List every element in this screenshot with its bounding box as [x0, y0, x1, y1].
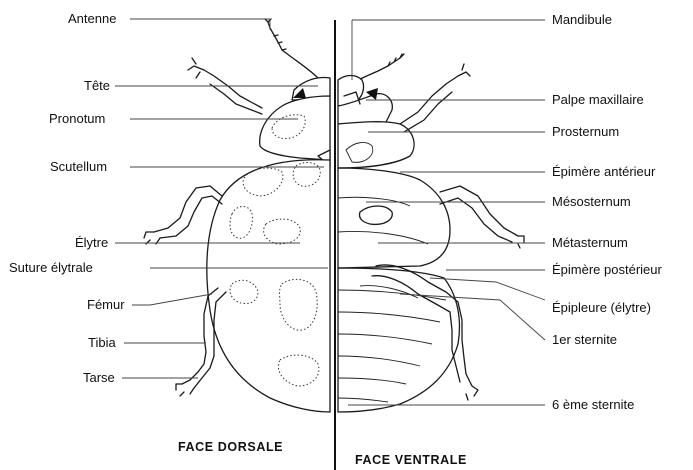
label-prosternum: Prosternum	[552, 124, 619, 139]
label-antenne: Antenne	[68, 11, 116, 26]
caption-face-ventrale: FACE VENTRALE	[355, 453, 467, 467]
label-tarse: Tarse	[83, 370, 115, 385]
label-femur: Fémur	[87, 297, 125, 312]
label-mesosternum: Mésosternum	[552, 194, 631, 209]
label-mandibule: Mandibule	[552, 12, 612, 27]
label-tete: Tête	[84, 78, 110, 93]
dorsal-half	[144, 19, 330, 412]
label-epimere-posterieur: Épimère postérieur	[552, 262, 662, 277]
ventral-half	[338, 54, 524, 412]
label-6eme-sternite: 6 ème sternite	[552, 397, 634, 412]
label-elytre: Élytre	[75, 235, 108, 250]
label-suture-elytrale: Suture élytrale	[9, 260, 93, 275]
label-epipleure: Épipleure (élytre)	[552, 300, 651, 315]
label-tibia: Tibia	[88, 335, 116, 350]
caption-face-dorsale: FACE DORSALE	[178, 440, 283, 454]
label-1er-sternite: 1er sternite	[552, 332, 617, 347]
label-palpe-maxillaire: Palpe maxillaire	[552, 92, 644, 107]
label-metasternum: Métasternum	[552, 235, 628, 250]
label-scutellum: Scutellum	[50, 159, 107, 174]
label-pronotum: Pronotum	[49, 111, 105, 126]
label-epimere-anterieur: Épimère antérieur	[552, 164, 655, 179]
